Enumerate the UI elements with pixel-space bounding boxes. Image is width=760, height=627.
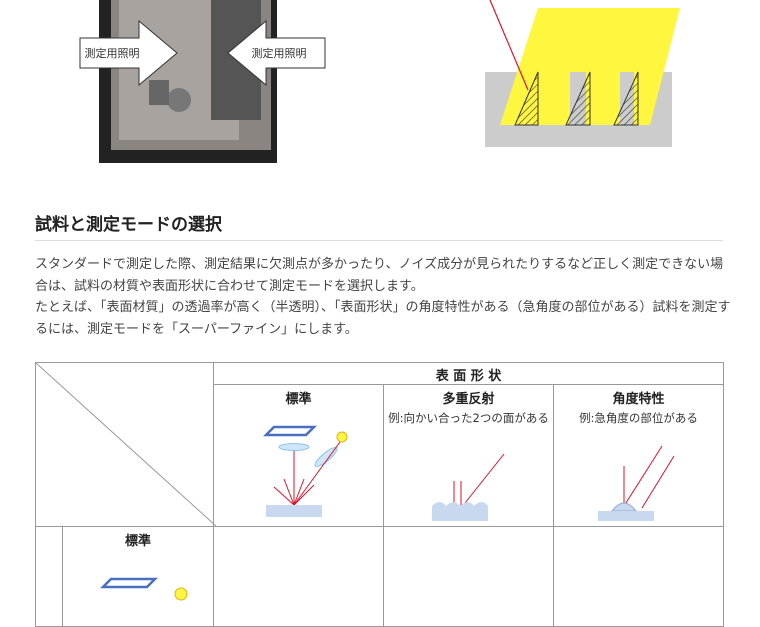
row-title: 標準 — [124, 534, 151, 549]
cell — [383, 526, 554, 627]
paragraph: スタンダードで測定した際、測定結果に欠測点が多かったり、ノイズ成分が見られたりす… — [35, 257, 724, 294]
callout-left-label: 測定用照明 — [84, 47, 140, 60]
column-angle: 角度特性 例:急角度の部位がある — [553, 384, 724, 536]
row-standard: 標準 — [62, 526, 214, 627]
section-title: 試料と測定モードの選択 — [35, 215, 222, 235]
column-title: 角度特性 — [612, 392, 665, 407]
cell — [553, 526, 724, 627]
column-multi-reflection: 多重反射 例:向かい合った2つの面がある — [383, 384, 554, 536]
groove-diagram — [485, 0, 680, 147]
column-title: 多重反射 — [442, 392, 495, 407]
paragraph: たとえば、「表面材質」の透過率が高く（半透明）、「表面形状」の角度特性がある（急… — [35, 300, 731, 337]
arrow-right-callout — [79, 20, 178, 86]
multi-reflection-icon — [432, 453, 505, 536]
sample-photo — [99, 0, 277, 163]
arrow-left-callout — [227, 20, 326, 86]
standard-reflection-icon — [262, 425, 348, 523]
header-label: 表 面 形 状 — [435, 369, 502, 384]
column-example: 例:向かい合った2つの面がある — [388, 411, 549, 425]
divider — [35, 240, 723, 241]
section-description: スタンダードで測定した際、測定結果に欠測点が多かったり、ノイズ成分が見られたりす… — [35, 254, 735, 340]
angle-characteristic-icon — [598, 445, 675, 536]
mode-selection-table: 表 面 形 状 標準 多重反射 例:向かい合った2つの面がある 角度特性 例: — [35, 362, 724, 627]
surface-shape-header: 表 面 形 状 — [213, 362, 724, 385]
corner-cell — [35, 362, 216, 527]
cell — [213, 526, 384, 627]
column-title: 標準 — [285, 392, 312, 407]
column-standard: 標準 — [213, 384, 384, 527]
row-group-cell — [35, 526, 63, 627]
callout-right-label: 測定用照明 — [251, 47, 307, 60]
column-example: 例:急角度の部位がある — [579, 411, 698, 425]
standard-material-icon — [99, 577, 188, 601]
